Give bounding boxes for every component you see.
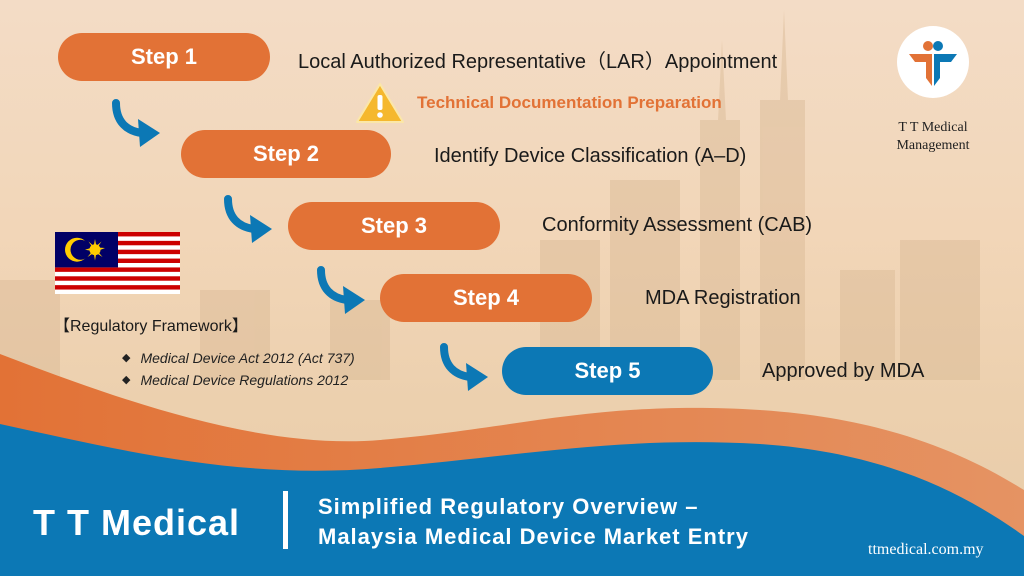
step-4-label: Step 4 [452,285,520,310]
tt-medical-logo [897,26,969,98]
footer-title-line-2: Malaysia Medical Device Market Entry [318,524,749,549]
regulatory-item: ◆ Medical Device Regulations 2012 [122,369,355,391]
step-5-description: Approved by MDA [762,360,925,382]
step-2-label: Step 2 [252,141,320,166]
step-5-pill: Step 5 [502,347,713,395]
malaysia-flag-icon [55,232,180,294]
step-3-pill: Step 3 [288,202,500,250]
step-1-description: Local Authorized Representative（LAR）Appo… [298,51,778,73]
diamond-bullet-icon: ◆ [122,352,131,364]
warning-text: Technical Documentation Preparation [417,93,722,112]
curved-arrow-icon [224,195,272,243]
regulatory-item: ◆ Medical Device Act 2012 (Act 737) [122,347,355,369]
footer-wave-decoration [0,354,1024,576]
regulatory-item-text: Medical Device Act 2012 (Act 737) [140,350,355,366]
curved-arrow-icon [317,266,365,314]
logo-line-1: T T Medical [898,120,968,135]
logo-caption: T T Medical Management [870,119,996,155]
technical-documentation-note: Technical Documentation Preparation [355,82,722,124]
regulatory-item-text: Medical Device Regulations 2012 [140,372,349,388]
warning-triangle-icon [356,83,404,123]
curved-arrow-icon [440,343,488,391]
footer-divider [283,491,288,549]
step-2-description: Identify Device Classification (A–D) [434,145,747,167]
step-4-description: MDA Registration [645,287,801,309]
diamond-bullet-icon: ◆ [122,374,131,386]
step-4-pill: Step 4 [380,274,592,322]
regulatory-framework-title: 【Regulatory Framework】 [54,318,248,335]
logo-line-2: Management [896,138,970,153]
step-5-label: Step 5 [574,358,641,383]
step-1-label: Step 1 [130,44,198,69]
step-3-label: Step 3 [360,213,428,238]
footer-title: Simplified Regulatory Overview – Malaysi… [318,492,749,552]
tt-person-logo-icon [909,41,957,86]
step-2-pill: Step 2 [181,130,391,178]
step-1-pill: Step 1 [58,33,270,81]
website-link[interactable]: ttmedical.com.my [868,541,984,558]
step-3-description: Conformity Assessment (CAB) [542,214,813,236]
regulatory-list: ◆ Medical Device Act 2012 (Act 737) ◆ Me… [122,347,355,391]
curved-arrow-icon [112,99,160,147]
footer-title-line-1: Simplified Regulatory Overview – [318,494,699,519]
footer-brand: T T Medical [33,502,241,543]
